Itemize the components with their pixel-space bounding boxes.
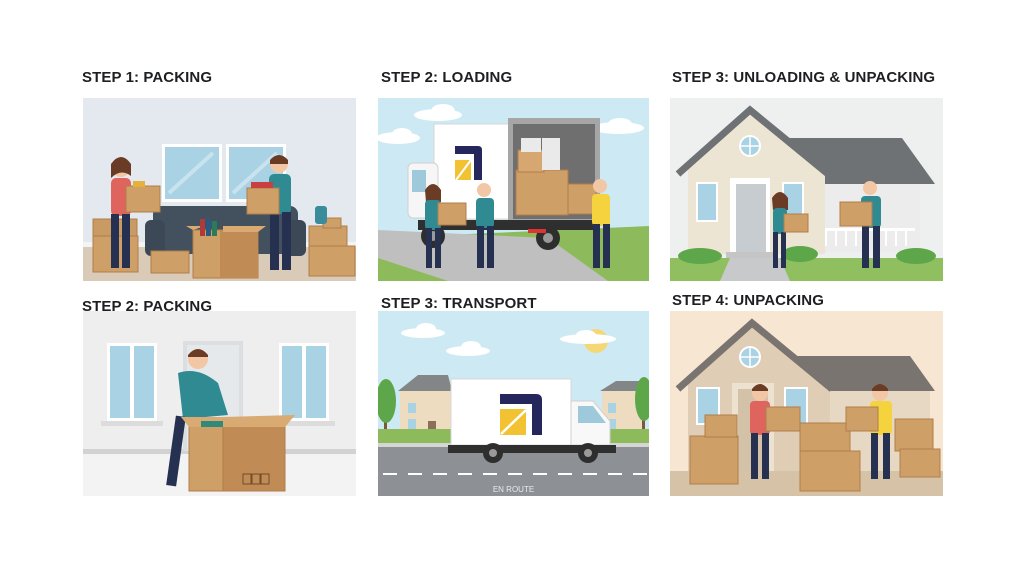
step-3-transport-title: STEP 3: TRANSPORT xyxy=(381,295,537,312)
man-figure xyxy=(839,181,881,268)
packing-man-illustration xyxy=(83,311,356,496)
unloading-illustration xyxy=(670,98,943,281)
window-icon xyxy=(101,343,335,426)
man-figure xyxy=(246,155,291,270)
loading-illustration xyxy=(378,98,649,281)
brand-logo-icon xyxy=(500,394,542,435)
mover-figure xyxy=(592,179,610,268)
step-2-packing-title: STEP 2: PACKING xyxy=(82,298,213,315)
packing-illustration xyxy=(83,98,356,281)
man-figure xyxy=(166,349,228,487)
door-icon xyxy=(736,184,766,252)
step-3-title: STEP 3: UNLOADING & UNPACKING xyxy=(672,69,936,86)
en-route-label: EN ROUTE xyxy=(493,485,534,494)
mover-figure xyxy=(476,183,494,268)
mover-figure xyxy=(425,184,467,268)
woman-figure xyxy=(111,157,161,268)
bush-icon xyxy=(678,246,936,264)
man-figure-red xyxy=(750,384,801,479)
step-2-title: STEP 2: LOADING xyxy=(381,69,513,86)
road xyxy=(378,447,649,496)
brand-logo-icon xyxy=(455,146,482,181)
cloud-icon xyxy=(401,323,616,356)
step-1-title: STEP 1: PACKING xyxy=(82,69,213,86)
tree-icon xyxy=(378,377,649,441)
unpacking-illustration xyxy=(670,311,943,496)
woman-figure xyxy=(772,192,809,268)
moving-truck xyxy=(448,378,616,463)
window-icon xyxy=(162,144,286,202)
step-4-title: STEP 4: UNPACKING xyxy=(672,292,825,309)
transport-illustration: EN ROUTE xyxy=(378,311,649,496)
cloud-icon xyxy=(378,104,644,144)
man-figure-yellow xyxy=(845,384,892,479)
